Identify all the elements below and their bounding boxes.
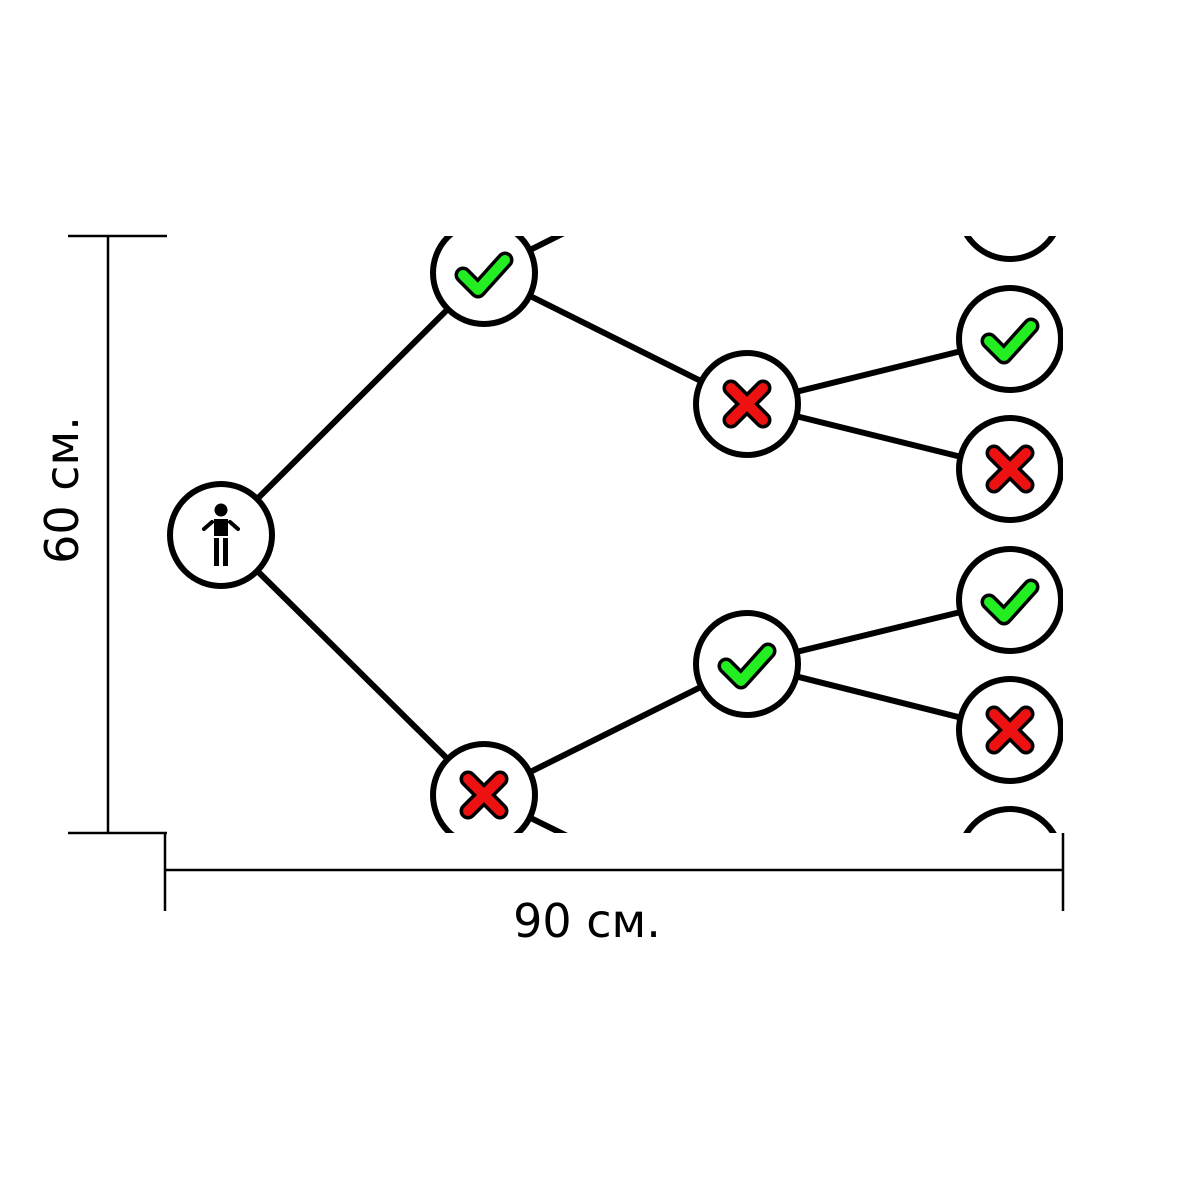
tree-edges [218,270,1013,798]
cross-icon [985,705,1035,755]
cross-icon [985,444,1035,494]
check-icon [454,251,514,299]
tree-node-check [693,610,801,718]
node-circle [963,236,1057,262]
width-label: 90 см. [513,894,661,948]
tree-node-empty [963,806,1057,833]
tree-node-person [167,481,275,589]
tree-nodes [167,236,1063,833]
tree-edge [218,270,487,538]
width-dimension: 90 см. [163,833,1065,948]
tree-node-check [430,236,538,327]
person-icon [202,503,240,566]
height-label: 60 см. [35,416,89,564]
check-icon [717,642,777,690]
check-icon [980,317,1040,365]
tree-edge [218,532,487,798]
tree-node-cross [430,741,538,833]
tree-node-check [956,546,1063,654]
check-icon [980,578,1040,626]
tree-node-cross [956,415,1063,523]
tree-node-empty [963,236,1057,262]
print-area [167,236,1063,833]
tree-node-cross [693,350,801,458]
height-dimension: 60 см. [35,234,167,835]
tree-node-check [956,285,1063,393]
node-circle [963,806,1057,833]
cross-icon [459,770,509,820]
cross-icon [722,379,772,429]
tree-node-cross [956,676,1063,784]
